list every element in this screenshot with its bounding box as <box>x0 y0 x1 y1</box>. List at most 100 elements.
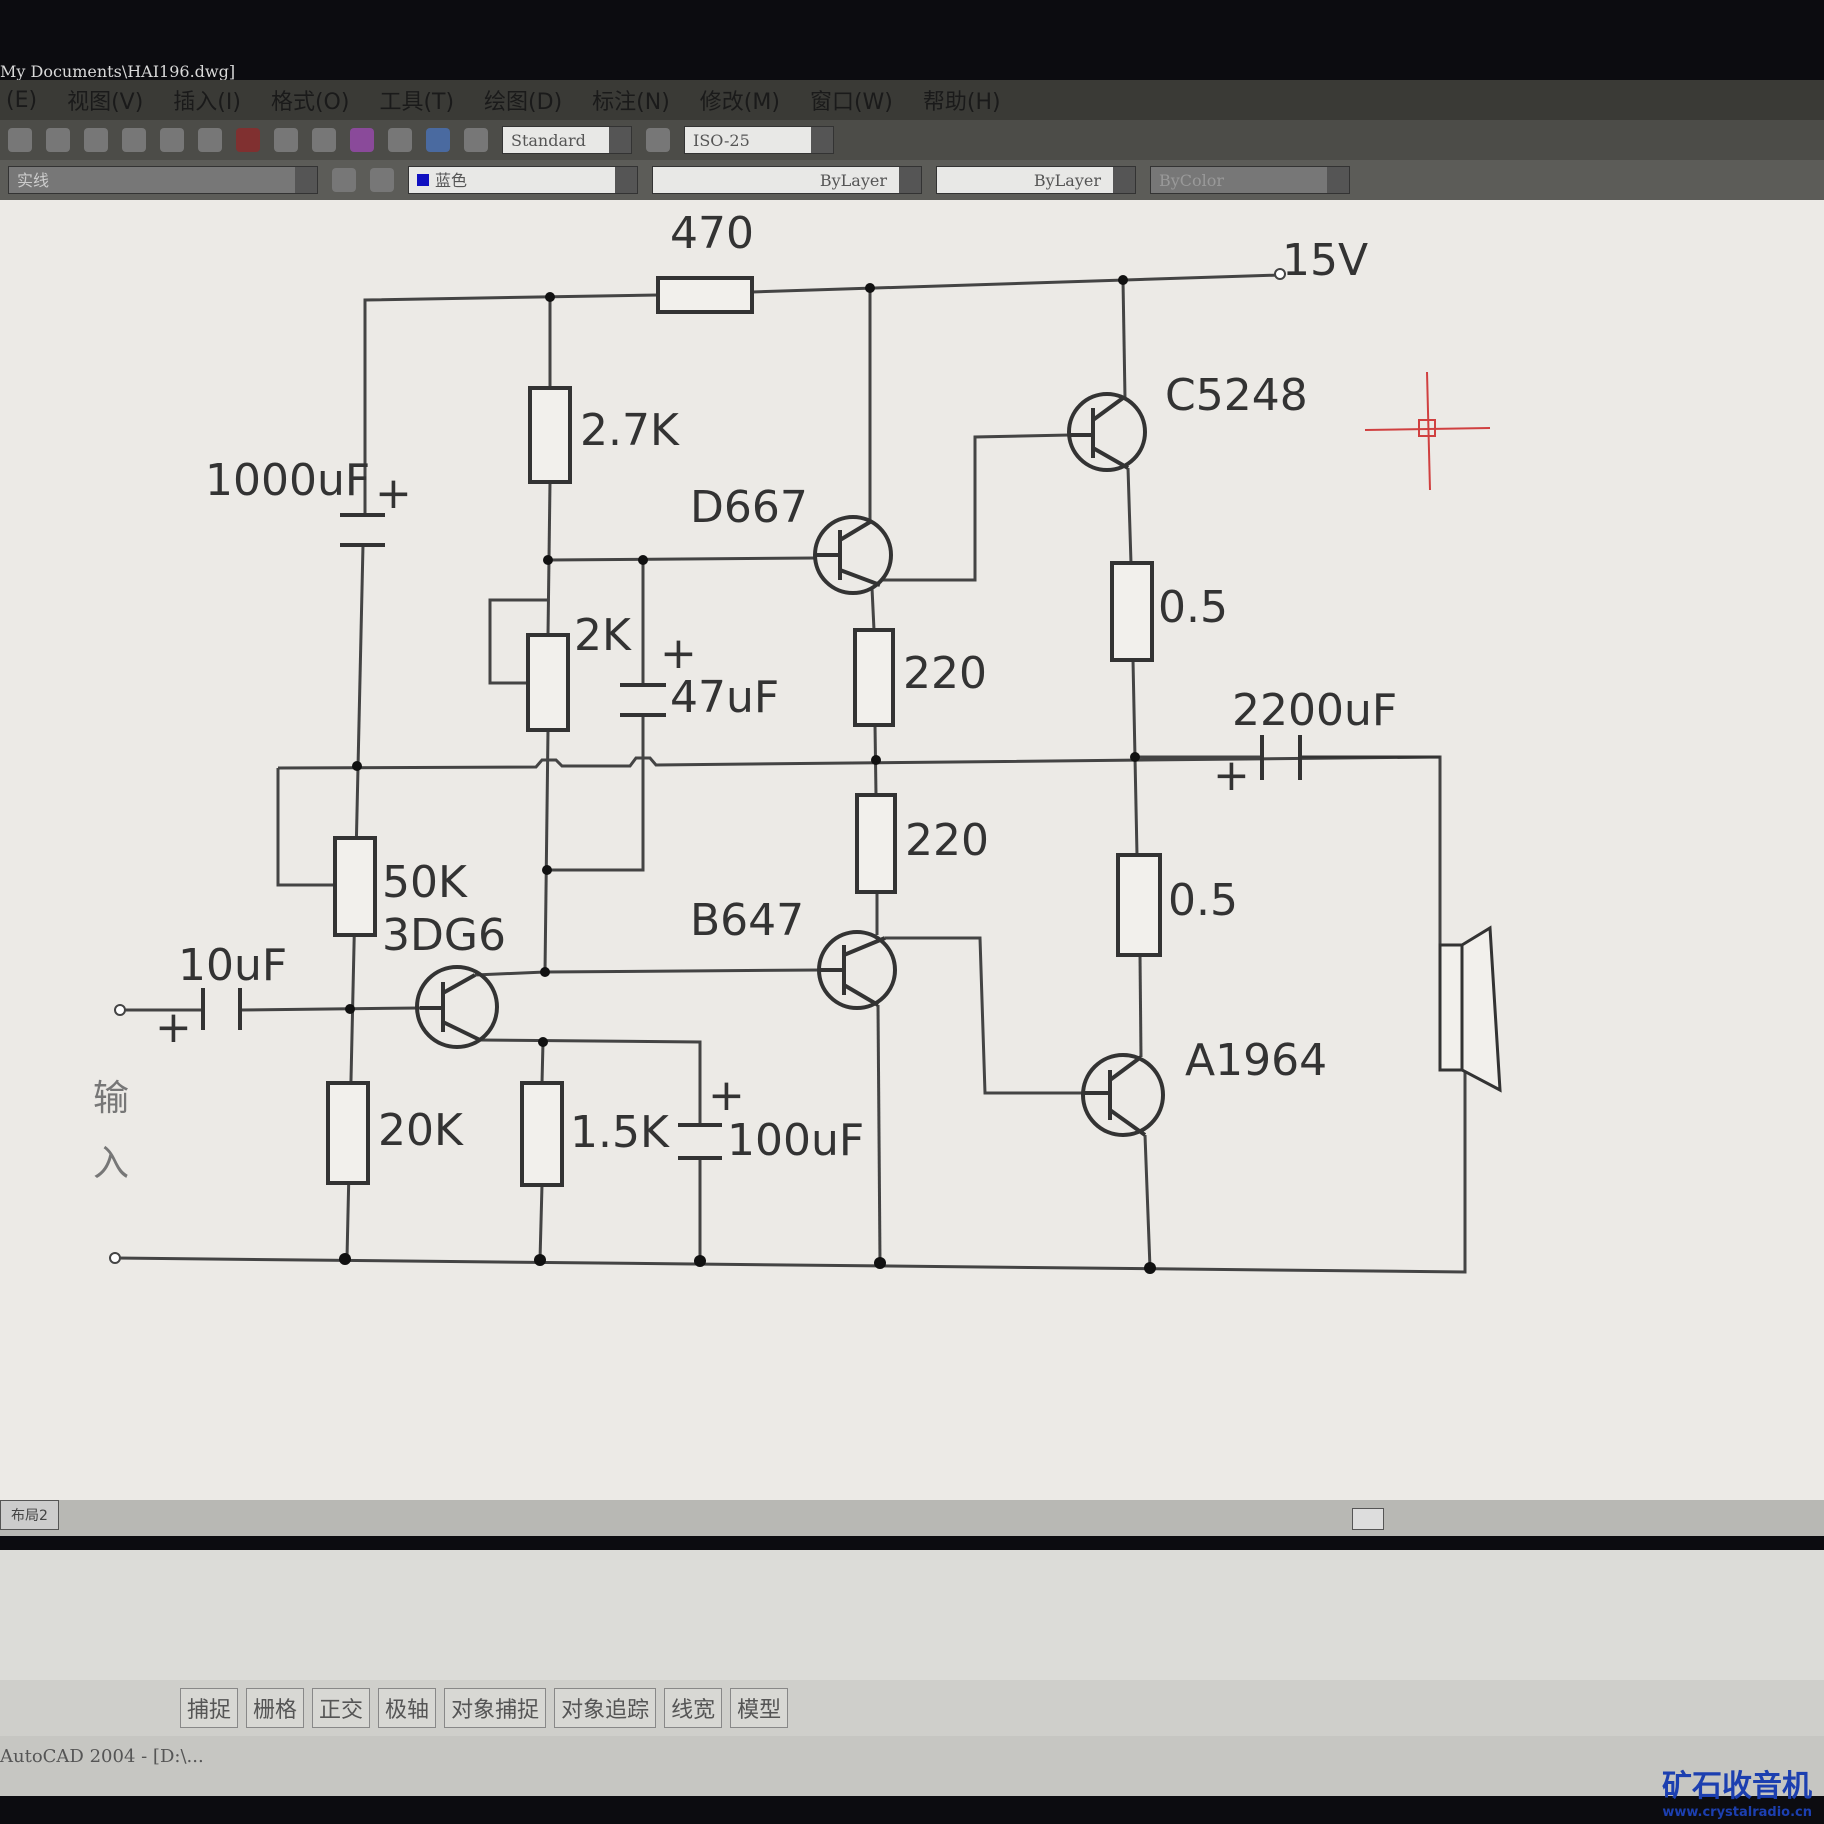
standard-toolbar: Standard ISO-25 <box>0 120 1824 160</box>
save-icon[interactable] <box>8 128 32 152</box>
menu-view[interactable]: 视图(V) <box>67 90 144 115</box>
label-1000uf: 1000uF <box>205 455 370 506</box>
status-bar: 捕捉 栅格 正交 极轴 对象捕捉 对象追踪 线宽 模型 <box>0 1680 1824 1736</box>
command-window[interactable] <box>0 1550 1824 1680</box>
color-value: 蓝色 <box>435 171 468 190</box>
text-style-select[interactable]: Standard <box>502 126 632 154</box>
layout-tab-bar: 布局2 <box>0 1500 1824 1536</box>
label-100uf: 100uF <box>727 1115 864 1166</box>
properties-icon[interactable] <box>350 128 374 152</box>
chevron-down-icon <box>295 167 317 193</box>
label-20k: 20K <box>378 1105 464 1156</box>
toggle-osnap[interactable]: 对象捕捉 <box>444 1688 547 1728</box>
watermark-url: www.crystalradio.cn <box>1662 1805 1812 1820</box>
toggle-grid[interactable]: 栅格 <box>246 1688 305 1728</box>
resistor-2.7k <box>528 386 572 484</box>
resistor-220-lower <box>855 793 897 894</box>
layer-value: 实线 <box>17 171 50 190</box>
resistor-220-upper <box>853 628 895 727</box>
scroll-right-button[interactable] <box>1352 1508 1384 1530</box>
menu-help[interactable]: 帮助(H) <box>922 90 1001 115</box>
zoom-icon[interactable] <box>274 128 298 152</box>
menu-tools[interactable]: 工具(T) <box>379 90 455 115</box>
toggle-otrack[interactable]: 对象追踪 <box>554 1688 657 1728</box>
help-icon[interactable] <box>426 128 450 152</box>
menu-edit[interactable]: (E) <box>6 87 38 113</box>
label-plus: + <box>375 468 412 519</box>
label-supply: 15V <box>1282 235 1368 286</box>
menu-dimension[interactable]: 标注(N) <box>592 90 670 115</box>
layer-select[interactable]: 实线 <box>8 166 318 194</box>
toggle-snap[interactable]: 捕捉 <box>180 1688 239 1728</box>
layer-icon[interactable] <box>332 168 356 192</box>
transistor-d667 <box>813 515 893 595</box>
resistors <box>326 276 1162 1187</box>
transistor-c5248 <box>1067 392 1147 472</box>
zoom-window-icon[interactable] <box>312 128 336 152</box>
label-220: 220 <box>903 648 987 699</box>
chevron-down-icon <box>811 127 833 153</box>
toggle-lineweight[interactable]: 线宽 <box>664 1688 723 1728</box>
label-plus: + <box>708 1070 745 1121</box>
label-plus: + <box>155 1002 192 1053</box>
crosshair-cursor <box>1364 371 1491 491</box>
lineweight-select[interactable]: ByLayer <box>936 166 1136 194</box>
label-2.7k: 2.7K <box>580 405 680 456</box>
junction-dots <box>109 268 1286 1274</box>
dim-style-icon <box>646 128 670 152</box>
dim-style-select[interactable]: ISO-25 <box>684 126 834 154</box>
label-d667: D667 <box>690 482 808 533</box>
linetype-select[interactable]: ByLayer <box>652 166 922 194</box>
resistor-0.5-lower <box>1116 853 1162 957</box>
menu-modify[interactable]: 修改(M) <box>699 90 780 115</box>
cut-icon[interactable] <box>46 128 70 152</box>
pan-icon[interactable] <box>236 128 260 152</box>
resistor-470 <box>656 276 754 314</box>
redo-icon[interactable] <box>198 128 222 152</box>
plot-style-value: ByColor <box>1159 171 1225 190</box>
dim-style-value: ISO-25 <box>693 131 750 150</box>
color-select[interactable]: 蓝色 <box>408 166 638 194</box>
label-47uf: 47uF <box>670 672 779 723</box>
taskbar-autocad-button[interactable]: AutoCAD 2004 - [D:\... <box>0 1746 204 1767</box>
plot-style-select[interactable]: ByColor <box>1150 166 1350 194</box>
menu-format[interactable]: 格式(O) <box>270 90 350 115</box>
resistor-20k <box>326 1081 370 1185</box>
potentiometer-2k <box>526 633 570 732</box>
chevron-down-icon <box>615 167 637 193</box>
label-c5248: C5248 <box>1165 370 1308 421</box>
transistors <box>415 392 1165 1137</box>
resistor-1.5k <box>520 1081 564 1187</box>
layer-previous-icon[interactable] <box>370 168 394 192</box>
design-center-icon[interactable] <box>388 128 412 152</box>
copy-icon[interactable] <box>84 128 108 152</box>
toggle-model[interactable]: 模型 <box>730 1688 789 1728</box>
label-2200uf: 2200uF <box>1232 685 1397 736</box>
toggle-ortho[interactable]: 正交 <box>312 1688 371 1728</box>
drawing-canvas[interactable] <box>0 200 1824 1500</box>
menu-draw[interactable]: 绘图(D) <box>484 90 563 115</box>
paste-icon[interactable] <box>122 128 146 152</box>
color-swatch <box>417 174 429 186</box>
chevron-down-icon <box>609 127 631 153</box>
taskbar: AutoCAD 2004 - [D:\... <box>0 1736 1824 1796</box>
label-input-2: 入 <box>93 1143 129 1184</box>
undo-icon[interactable] <box>160 128 184 152</box>
window-title: My Documents\HAI196.dwg] <box>0 62 236 81</box>
label-plus: + <box>660 628 697 679</box>
capacitors <box>201 513 1440 1160</box>
chevron-down-icon <box>899 167 921 193</box>
menu-window[interactable]: 窗口(W) <box>809 90 893 115</box>
resistor-0.5-upper <box>1110 561 1154 662</box>
toggle-polar[interactable]: 极轴 <box>378 1688 437 1728</box>
label-0.5: 0.5 <box>1168 875 1238 926</box>
tab-layout2[interactable]: 布局2 <box>0 1500 59 1530</box>
resistor-50k <box>333 836 377 937</box>
label-b647: B647 <box>690 895 804 946</box>
label-50k: 50K <box>382 857 468 908</box>
watermark-name: 矿石收音机 <box>1662 1769 1812 1804</box>
menu-insert[interactable]: 插入(I) <box>173 90 241 115</box>
label-1.5k: 1.5K <box>570 1107 670 1158</box>
text-style-value: Standard <box>511 131 586 150</box>
